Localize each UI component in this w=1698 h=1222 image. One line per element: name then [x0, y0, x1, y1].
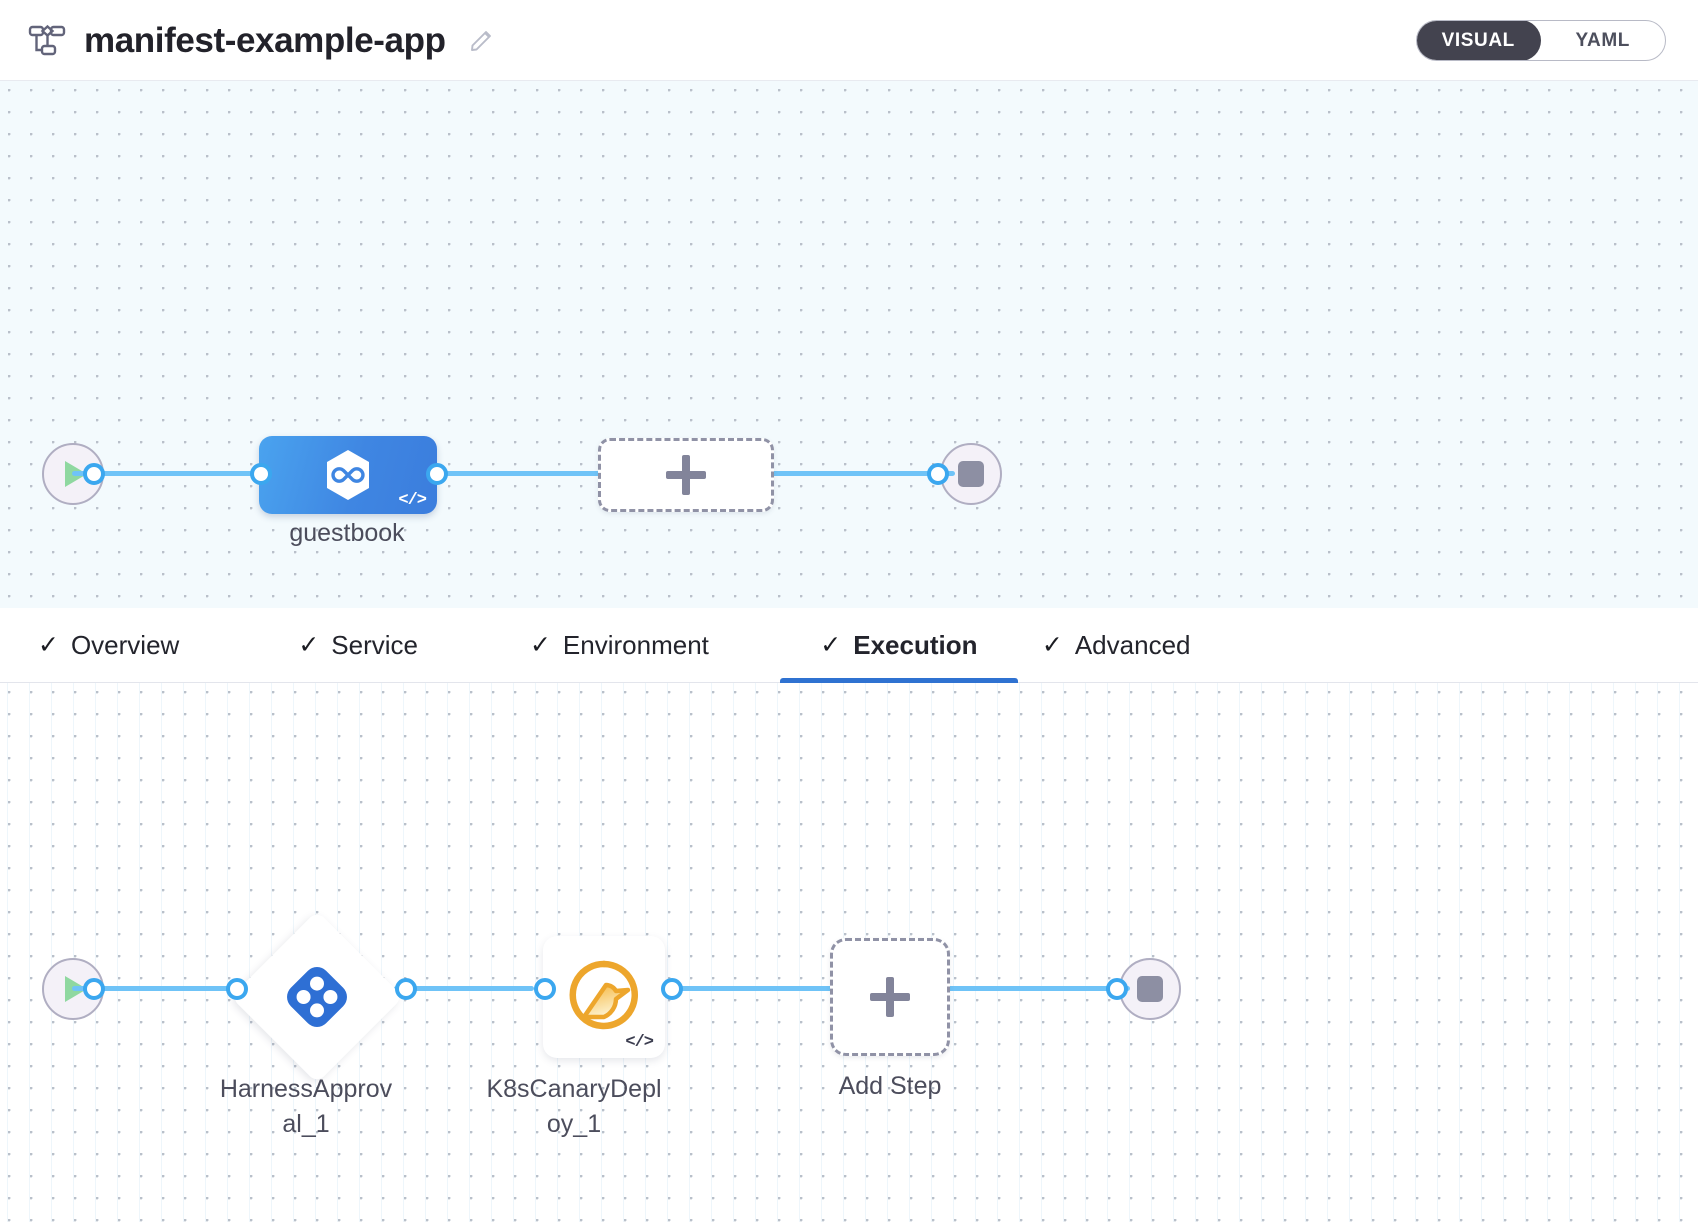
stage-canvas[interactable]: </> deploy- guestbook Add Stage — [0, 81, 1698, 608]
check-icon: ✓ — [529, 631, 551, 659]
connector-dot[interactable] — [426, 463, 448, 485]
check-icon: ✓ — [38, 631, 59, 659]
connector-line — [394, 986, 534, 991]
view-mode-toggle[interactable]: VISUAL YAML — [1416, 20, 1666, 61]
connector-dot[interactable] — [83, 463, 105, 485]
tab-service[interactable]: ✓ Service — [298, 630, 418, 660]
stage-node-deploy-guestbook[interactable]: </> — [259, 436, 437, 514]
add-stage-button[interactable] — [598, 438, 774, 512]
connector-dot[interactable] — [661, 978, 683, 1000]
stage-tab-bar[interactable]: ✓ Overview ✓ Service ✓ Environment ✓ Exe… — [0, 608, 1698, 683]
stop-icon — [958, 461, 984, 487]
step-label-harness-approval: HarnessApprov al_1 — [196, 1072, 416, 1141]
connector-dot[interactable] — [395, 978, 417, 1000]
connector-line — [660, 986, 850, 991]
plus-icon — [666, 455, 706, 495]
yaml-mode-button[interactable]: YAML — [1541, 21, 1666, 60]
connector-line — [765, 471, 955, 476]
check-icon: ✓ — [298, 631, 320, 659]
add-step-button[interactable] — [830, 938, 950, 1056]
tab-execution[interactable]: ✓ Execution — [779, 608, 1018, 683]
header-left-group: manifest-example-app — [26, 0, 496, 81]
add-step-label: Add Step — [838, 1072, 942, 1100]
connector-dot[interactable] — [226, 978, 248, 1000]
tab-overview[interactable]: ✓ Overview — [38, 630, 180, 660]
canary-bird-icon — [568, 959, 640, 1036]
stage-label-line-2: guestbook — [289, 518, 405, 547]
harness-hexagon-infinity-icon — [320, 447, 376, 503]
pipeline-header: manifest-example-app VISUAL YAML — [0, 0, 1698, 81]
connector-dot[interactable] — [927, 463, 949, 485]
check-icon: ✓ — [1041, 631, 1063, 659]
execution-canvas[interactable]: HarnessApprov al_1 </> K8sCanaryDepl oy_… — [0, 683, 1698, 1222]
stop-icon — [1137, 976, 1163, 1002]
step-label-line-2: oy_1 — [546, 1109, 602, 1138]
step-node-harness-approval[interactable] — [230, 910, 404, 1084]
page-title: manifest-example-app — [84, 20, 446, 60]
tab-environment[interactable]: ✓ Environment — [529, 630, 709, 660]
connector-dot[interactable] — [1106, 978, 1128, 1000]
plus-icon — [870, 977, 910, 1017]
step-label-line-1: K8sCanaryDepl — [486, 1075, 662, 1103]
step-node-k8s-canary-deploy[interactable]: </> — [543, 936, 665, 1058]
connector-dot[interactable] — [83, 978, 105, 1000]
step-label-line-1: HarnessApprov — [219, 1075, 393, 1103]
pipeline-flow-icon — [26, 20, 68, 62]
connector-line — [72, 471, 272, 476]
code-badge-icon: </> — [398, 491, 427, 510]
connector-line — [72, 986, 252, 991]
connector-dot[interactable] — [534, 978, 556, 1000]
step-label-k8s-canary-deploy: K8sCanaryDepl oy_1 — [464, 1072, 684, 1141]
visual-mode-button[interactable]: VISUAL — [1417, 21, 1541, 60]
connector-dot[interactable] — [250, 463, 272, 485]
pencil-edit-icon[interactable] — [466, 26, 496, 56]
connector-line — [945, 986, 1130, 991]
step-label-line-2: al_1 — [282, 1109, 330, 1138]
check-icon: ✓ — [820, 631, 842, 659]
code-badge-icon: </> — [625, 1033, 654, 1052]
tab-advanced[interactable]: ✓ Advanced — [1041, 630, 1191, 660]
connector-line — [425, 471, 610, 476]
